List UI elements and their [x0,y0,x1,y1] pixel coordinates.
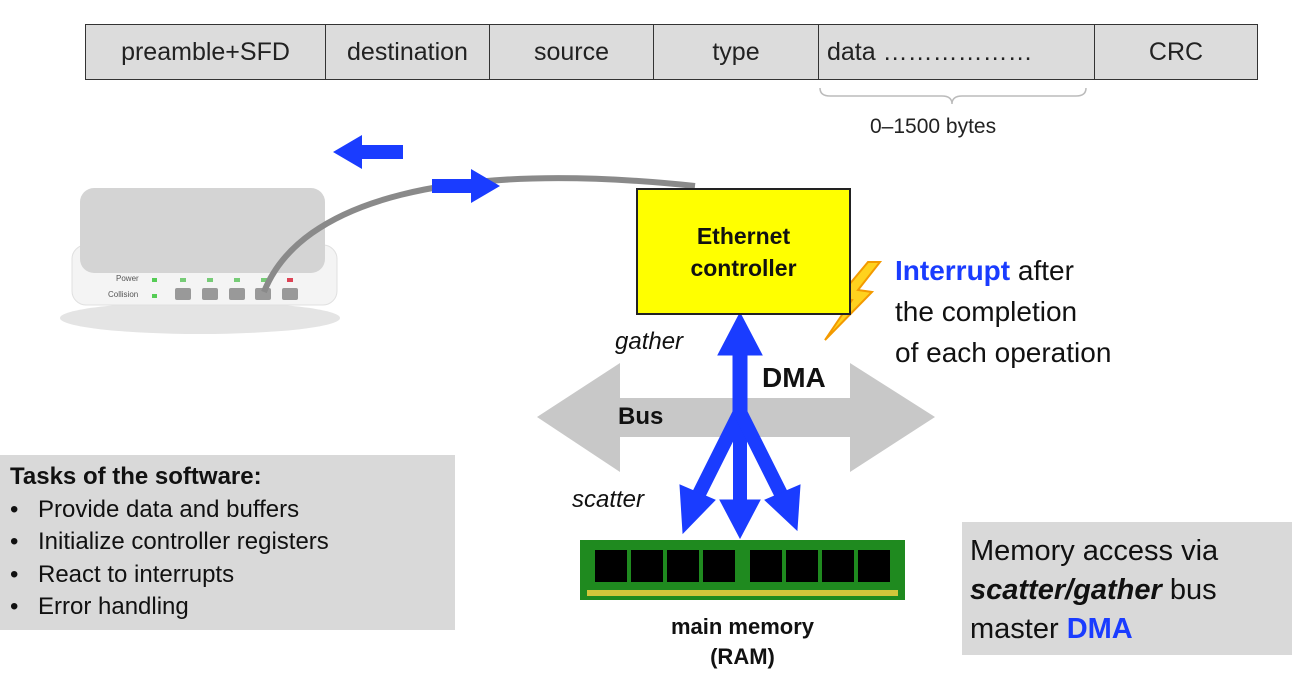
task-item: Error handling [10,591,455,624]
memnote-dma: DMA [1066,613,1133,645]
ethernet-controller: Ethernet controller [636,188,851,315]
software-tasks-box: Tasks of the software: Provide data and … [0,455,455,630]
memnote-line1: Memory access via [970,535,1219,567]
interrupt-keyword: Interrupt [895,255,1011,286]
scatter-label: scatter [572,486,645,513]
network-cable [261,175,696,294]
router-power-label: Power [116,274,139,283]
interrupt-note: Interrupt after the completion of each o… [895,250,1111,373]
ram-module-icon [580,540,905,600]
memory-line2: (RAM) [710,644,775,669]
data-brace [819,87,1087,105]
memnote-line2: bus [1161,574,1217,606]
interrupt-line2: the completion [895,296,1078,327]
field-data: data ……………… [819,25,1095,79]
memnote-scatter-gather: scatter/gather [970,574,1162,606]
controller-line2: controller [690,254,797,281]
memory-access-note: Memory access via scatter/gather bus mas… [962,522,1292,655]
task-item: React to interrupts [10,559,455,592]
dma-arrows [679,311,801,540]
controller-line1: Ethernet [696,222,791,249]
field-crc: CRC [1148,37,1204,66]
receive-arrow-icon [333,135,403,169]
bus-label: Bus [618,403,664,430]
field-type: type [654,25,819,79]
field-source: source [490,25,654,79]
transmit-arrow-icon [432,169,500,203]
field-preamble: preamble+SFD [86,25,326,79]
interrupt-line1: after [1010,255,1074,286]
gather-label: gather [615,328,684,355]
field-destination: destination [326,25,490,79]
router-collision-label: Collision [108,290,139,299]
task-item: Initialize controller registers [10,526,455,559]
ethernet-frame-format: preamble+SFD destination source type dat… [85,24,1258,80]
memnote-line3: master [970,613,1067,645]
task-item: Provide data and buffers [10,494,455,527]
dma-label: DMA [762,362,826,393]
data-length-label: 0–1500 bytes [870,115,997,138]
router-icon [60,188,340,334]
interrupt-line3: of each operation [895,337,1112,368]
memory-line1: main memory [670,614,815,639]
main-memory-label: main memory (RAM) [630,612,855,672]
tasks-title: Tasks of the software: [10,463,262,490]
